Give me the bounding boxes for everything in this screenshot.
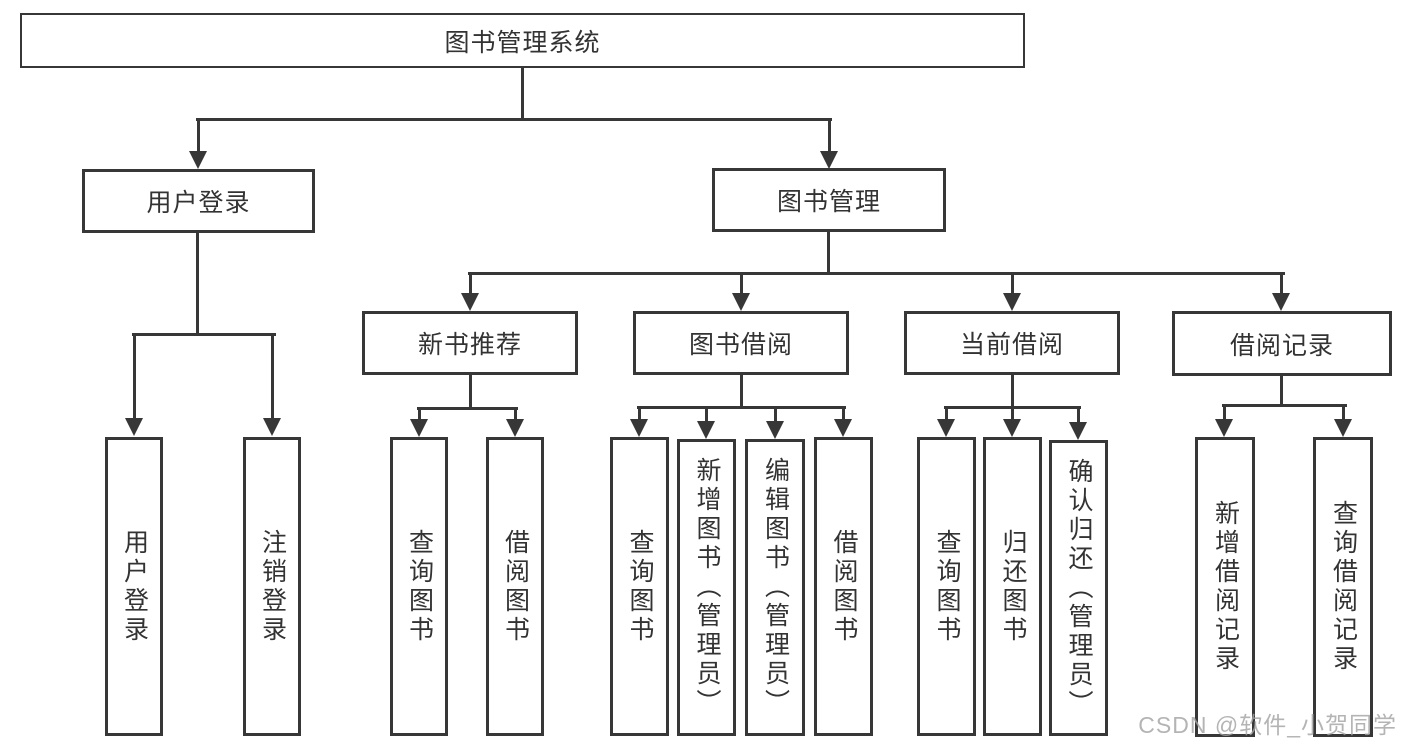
connector-line xyxy=(195,117,832,121)
leaf-query-books-recommend: 查询图书 xyxy=(390,437,448,736)
leaf-user-login: 用户登录 xyxy=(105,437,163,736)
arrowhead-down-icon xyxy=(1002,293,1021,311)
connector-line xyxy=(841,407,845,420)
arrowhead-down-icon xyxy=(629,419,648,437)
arrowhead-down-icon xyxy=(124,418,143,436)
arrowhead-down-icon xyxy=(819,151,838,169)
node-label: 新增图书（管理员） xyxy=(693,457,721,718)
connector-line xyxy=(704,407,708,422)
node-borrowing-records: 借阅记录 xyxy=(1172,311,1392,376)
connector-line xyxy=(1341,405,1345,420)
arrowhead-down-icon xyxy=(1068,422,1087,440)
arrowhead-down-icon xyxy=(1002,419,1021,437)
node-new-book-recommend: 新书推荐 xyxy=(362,311,578,375)
node-label: 确认归还（管理员） xyxy=(1065,457,1093,719)
arrowhead-down-icon xyxy=(409,419,428,437)
node-label: 查询借阅记录 xyxy=(1329,500,1358,674)
leaf-query-books-current: 查询图书 xyxy=(917,437,976,736)
connector-line xyxy=(417,408,421,420)
connector-line xyxy=(739,273,743,294)
node-label: 查询图书 xyxy=(405,528,434,645)
arrowhead-down-icon xyxy=(696,421,715,439)
leaf-query-borrow-record: 查询借阅记录 xyxy=(1313,437,1373,737)
connector-line xyxy=(467,271,1285,275)
connector-line xyxy=(195,233,199,335)
node-label: 图书管理系统 xyxy=(444,28,601,57)
connector-line xyxy=(1279,375,1283,406)
arrowhead-down-icon xyxy=(1271,293,1290,311)
connector-line xyxy=(1279,273,1283,294)
connector-line xyxy=(637,407,641,420)
csdn-watermark: CSDN @软件_小贺同学 xyxy=(1138,712,1397,738)
arrowhead-down-icon xyxy=(731,293,750,311)
arrowhead-down-icon xyxy=(1333,419,1352,437)
connector-line xyxy=(826,232,830,274)
leaf-borrow-books: 借阅图书 xyxy=(814,437,873,736)
connector-line xyxy=(468,374,472,409)
node-label: 查询图书 xyxy=(626,528,654,645)
node-label: 借阅图书 xyxy=(501,528,530,645)
connector-line xyxy=(1010,273,1014,294)
connector-line xyxy=(1010,374,1014,408)
connector-line xyxy=(196,119,200,152)
arrowhead-down-icon xyxy=(460,293,479,311)
node-current-borrowing: 当前借阅 xyxy=(904,311,1120,375)
connector-line xyxy=(416,406,518,410)
node-label: 新书推荐 xyxy=(417,331,522,359)
connector-line xyxy=(739,374,743,408)
node-label: 用户登录 xyxy=(146,189,251,217)
leaf-logout: 注销登录 xyxy=(243,437,301,736)
node-label: 编辑图书（管理员） xyxy=(761,457,790,718)
connector-line xyxy=(944,407,948,420)
connector-line xyxy=(468,273,472,294)
connector-line xyxy=(513,408,517,420)
connector-line xyxy=(773,407,777,422)
leaf-add-books-admin: 新增图书（管理员） xyxy=(677,439,736,736)
node-user-login: 用户登录 xyxy=(82,169,315,233)
arrowhead-down-icon xyxy=(1214,419,1233,437)
node-label: 当前借阅 xyxy=(959,331,1064,359)
node-label: 图书借阅 xyxy=(688,331,793,359)
arrowhead-down-icon xyxy=(833,419,852,437)
connector-line xyxy=(636,405,846,409)
node-label: 归还图书 xyxy=(999,528,1027,645)
arrowhead-down-icon xyxy=(936,419,955,437)
leaf-borrow-books-recommend: 借阅图书 xyxy=(486,437,544,736)
node-label: 新增借阅记录 xyxy=(1211,500,1240,674)
connector-line xyxy=(132,334,136,419)
leaf-query-books-borrowing: 查询图书 xyxy=(610,437,669,736)
node-label: 注销登录 xyxy=(258,528,287,645)
connector-line xyxy=(827,119,831,152)
leaf-edit-books-admin: 编辑图书（管理员） xyxy=(745,439,805,736)
connector-line xyxy=(520,68,524,120)
connector-line xyxy=(270,334,274,419)
arrowhead-down-icon xyxy=(188,151,207,169)
arrowhead-down-icon xyxy=(505,419,524,437)
connector-line xyxy=(1221,403,1347,407)
node-label: 借阅记录 xyxy=(1229,331,1334,360)
node-book-borrowing: 图书借阅 xyxy=(633,311,849,375)
node-label: 查询图书 xyxy=(933,528,961,645)
leaf-confirm-return-admin: 确认归还（管理员） xyxy=(1049,440,1108,736)
connector-line xyxy=(131,332,276,336)
arrowhead-down-icon xyxy=(765,421,784,439)
arrowhead-down-icon xyxy=(262,418,281,436)
connector-line xyxy=(1010,407,1014,420)
node-book-management: 图书管理 xyxy=(712,168,946,232)
leaf-add-borrow-record: 新增借阅记录 xyxy=(1195,437,1255,737)
node-label: 用户登录 xyxy=(120,528,149,645)
leaf-return-books: 归还图书 xyxy=(983,437,1042,736)
connector-line xyxy=(1222,405,1226,420)
node-label: 图书管理 xyxy=(776,188,881,216)
connector-line xyxy=(1076,407,1080,423)
node-label: 借阅图书 xyxy=(830,528,858,645)
node-root-library-system: 图书管理系统 xyxy=(20,13,1025,68)
